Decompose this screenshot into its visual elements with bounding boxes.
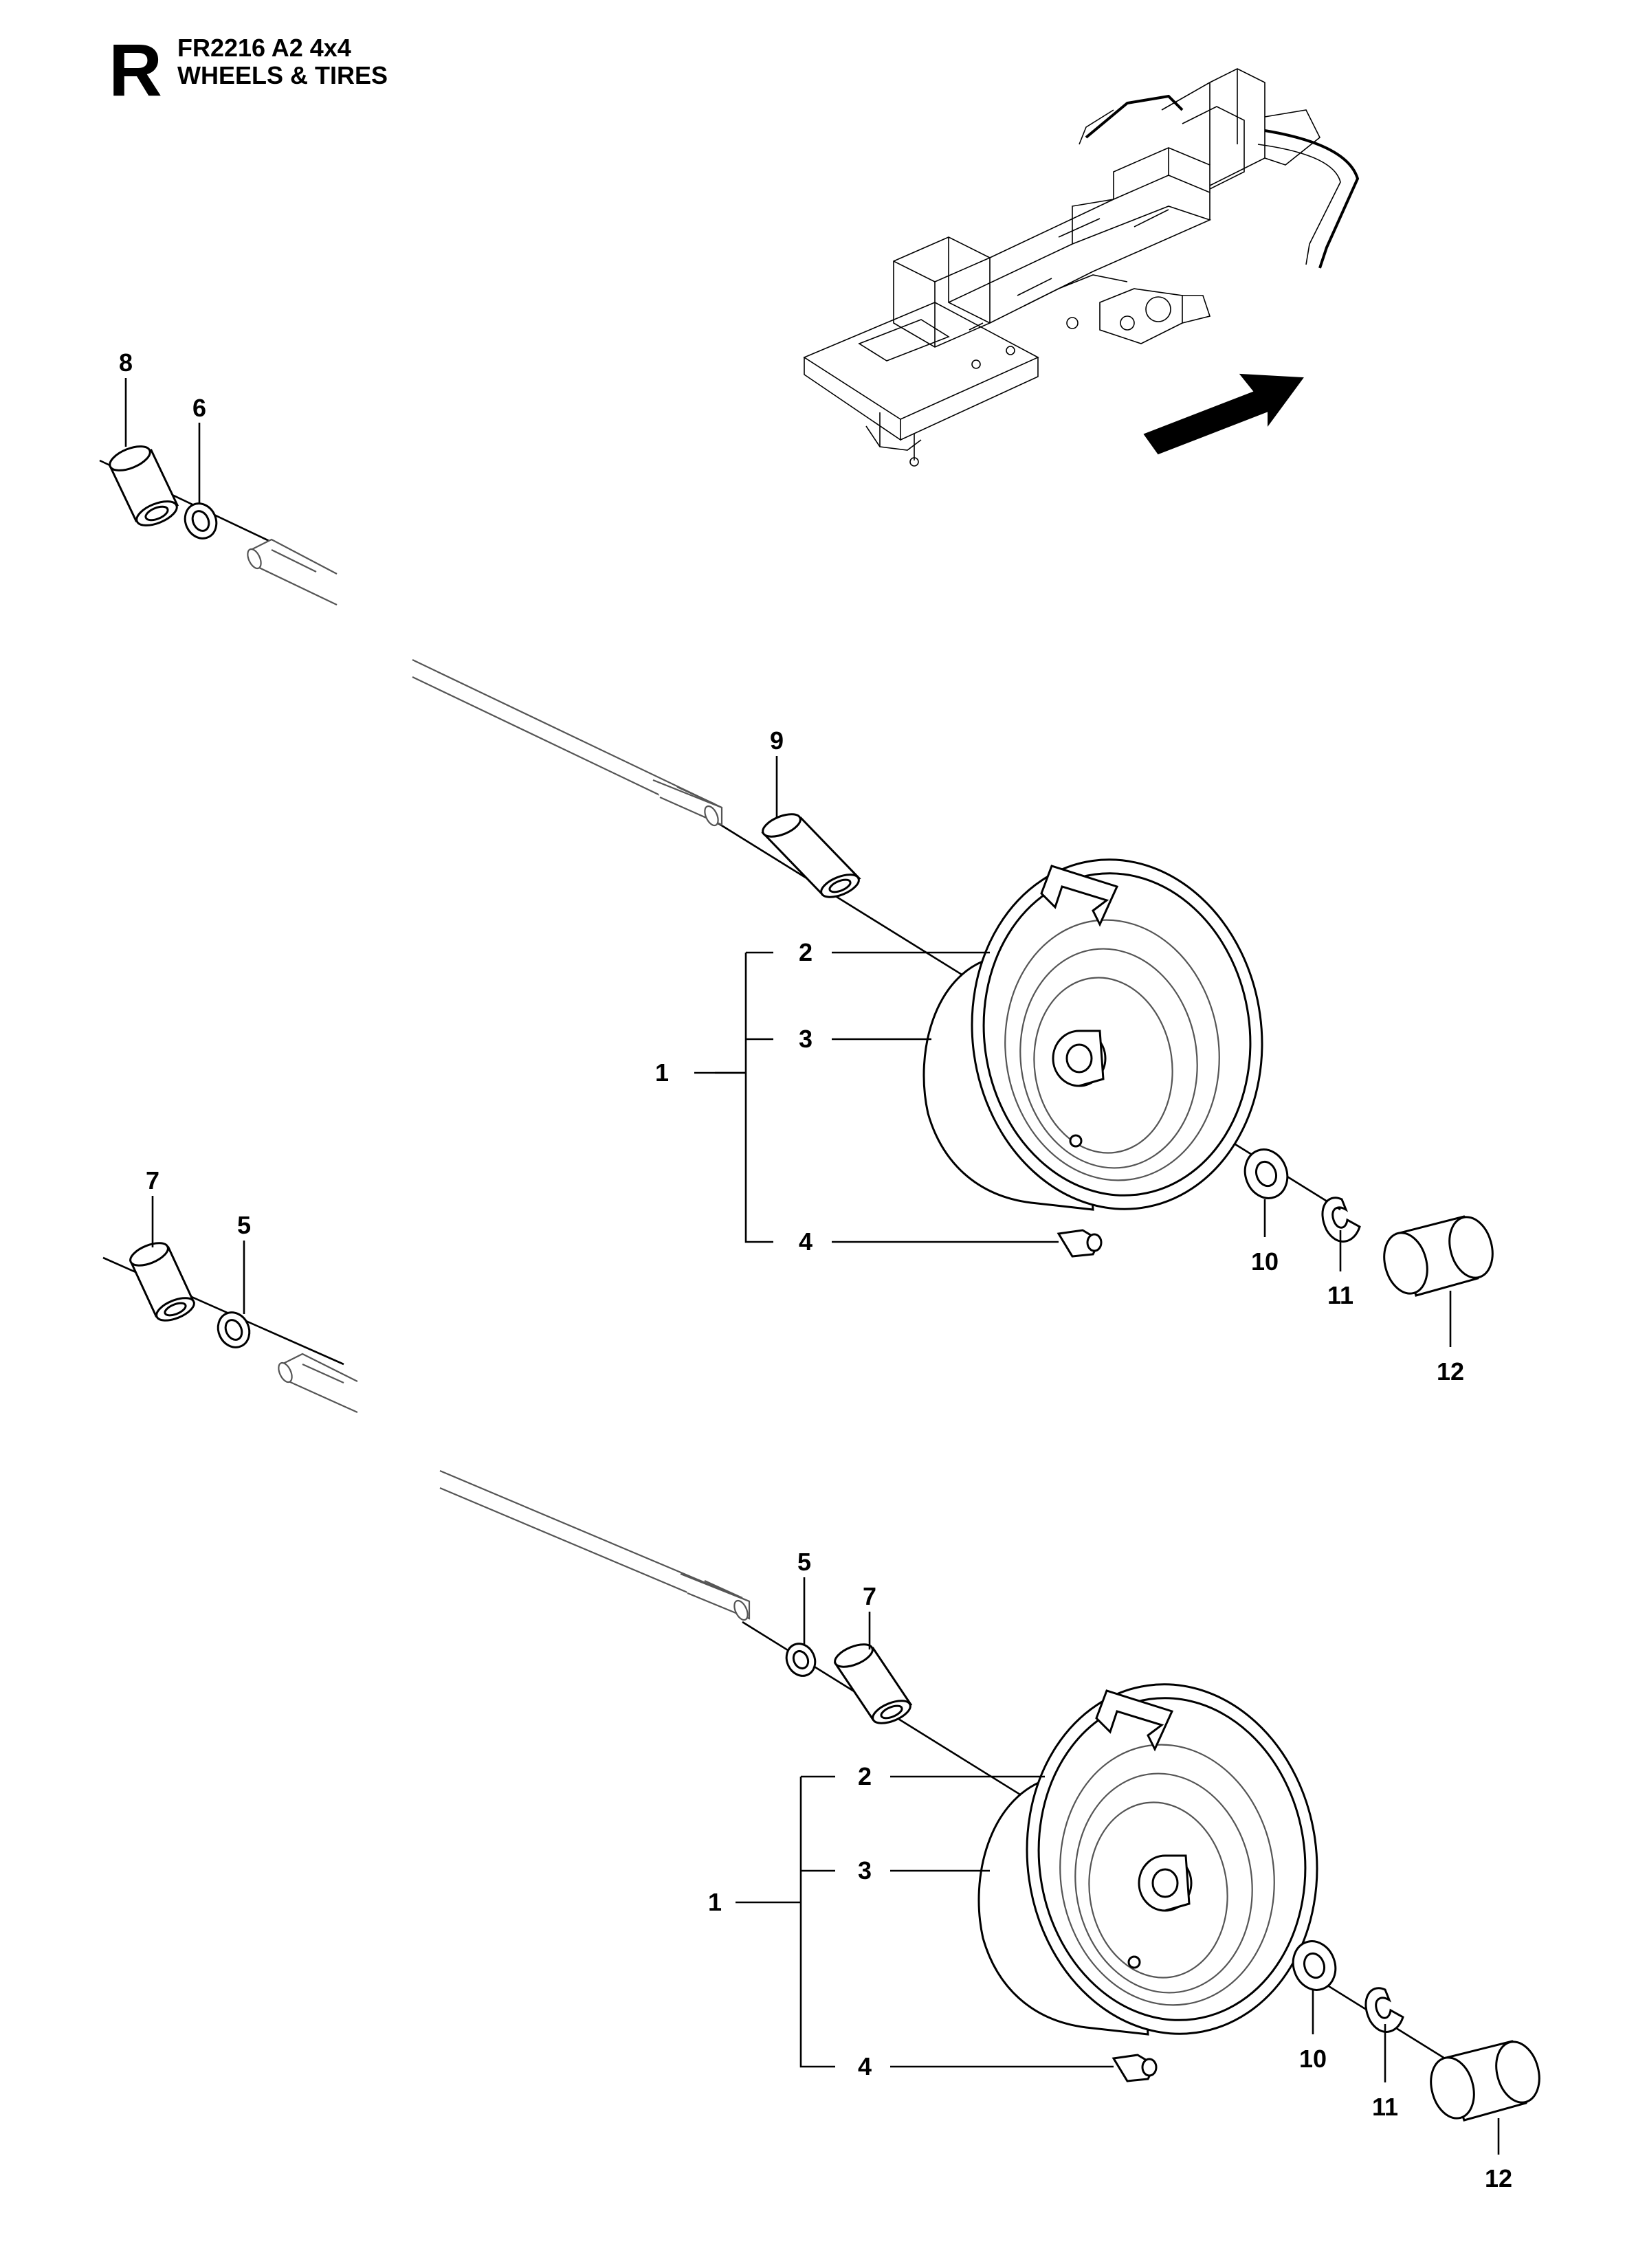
washer-part-5-left (217, 1311, 251, 1348)
spacer-sleeve-part-9 (761, 813, 861, 898)
callout-7: 7 (146, 1166, 159, 1194)
clip-part-11 (1321, 1197, 1361, 1243)
upper-assembly (99, 378, 1494, 1347)
direction-arrow-icon (1143, 373, 1304, 455)
spacer-sleeve-part-7-left (129, 1242, 196, 1322)
valve-stem-part-4-lower (1112, 2054, 1158, 2082)
spacer-sleeve-part-7-right (833, 1643, 913, 1724)
callout-7: 7 (863, 1582, 876, 1610)
cap-part-12 (1383, 1215, 1494, 1297)
lower-assembly (102, 1196, 1540, 2155)
callout-1: 1 (708, 1888, 722, 1916)
callout-5: 5 (797, 1548, 811, 1576)
model-name: FR2216 A2 4x4 (177, 34, 351, 62)
axle-shaft (247, 538, 723, 827)
clip-part-11-lower (1364, 1987, 1404, 2033)
wheel-assembly-lower (977, 1683, 1318, 2036)
callout-3: 3 (799, 1025, 812, 1053)
callout-12: 12 (1485, 2164, 1512, 2192)
washer-part-10-lower (1292, 1940, 1337, 1991)
callout-1: 1 (655, 1058, 669, 1087)
callout-2: 2 (858, 1762, 872, 1790)
callout-4: 4 (799, 1227, 812, 1256)
washer-part-6 (184, 502, 218, 540)
callout-10: 10 (1299, 2045, 1327, 2073)
callout-10: 10 (1251, 1247, 1279, 1276)
washer-part-10 (1243, 1148, 1289, 1199)
callout-8: 8 (119, 348, 133, 377)
washer-part-5-right (785, 1643, 817, 1677)
section-title: WHEELS & TIRES (177, 61, 388, 89)
callout-11: 11 (1327, 1281, 1353, 1309)
callout-2: 2 (799, 938, 812, 966)
spacer-sleeve-part-8 (108, 445, 179, 526)
callout-6: 6 (192, 394, 206, 422)
callout-4: 4 (858, 2052, 872, 2080)
chassis-frame-icon (803, 68, 1360, 467)
section-letter: R (109, 28, 162, 111)
wheel-assembly-upper (922, 858, 1263, 1211)
callout-9: 9 (770, 726, 784, 755)
callout-3: 3 (858, 1856, 872, 1885)
callout-11: 11 (1372, 2093, 1398, 2121)
callout-5: 5 (237, 1211, 251, 1239)
valve-stem-part-4 (1057, 1229, 1103, 1258)
callout-12: 12 (1437, 1357, 1464, 1386)
cap-part-12-lower (1430, 2040, 1540, 2122)
axle-shaft-lower (278, 1353, 751, 1621)
